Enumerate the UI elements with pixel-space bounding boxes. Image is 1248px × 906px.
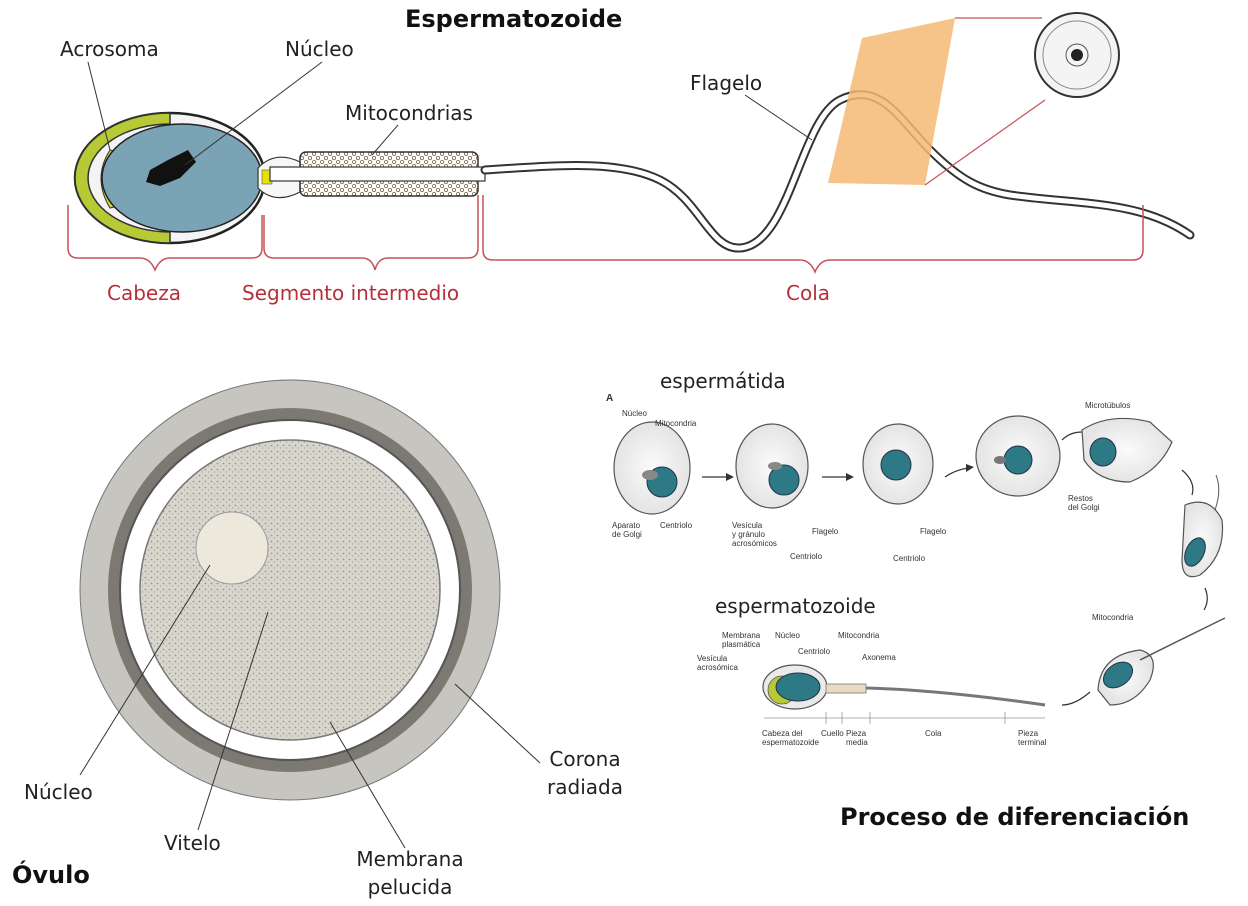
cell-stage-1 xyxy=(614,422,690,514)
small-flagelo-2: Flagelo xyxy=(920,528,946,536)
small-membrana-2: plasmática xyxy=(722,641,760,649)
axoneme-cross-section xyxy=(1035,13,1119,97)
mature-sperm xyxy=(763,665,1045,709)
small-vesicula-acr-2: acrosómica xyxy=(697,664,738,672)
small-centriolo-2: Centriolo xyxy=(790,553,822,561)
cell-stage-3 xyxy=(863,424,933,504)
small-cabeza-2: espermatozoide xyxy=(762,739,819,747)
small-centriolo-b: Centriolo xyxy=(798,648,830,656)
small-nucleo: Núcleo xyxy=(622,410,647,418)
cell-stage-5 xyxy=(1082,418,1172,482)
ovum-nucleus xyxy=(196,512,268,584)
mitocondrias-label: Mitocondrias xyxy=(345,102,473,124)
small-mitocondria-c: Mitocondria xyxy=(838,632,879,640)
ovum-drawing xyxy=(80,380,540,848)
small-centriolo: Centriolo xyxy=(660,522,692,530)
cell-stage-6 xyxy=(1181,475,1223,577)
membrana-label-1: Membrana xyxy=(355,848,465,870)
small-pieza-2: media xyxy=(846,739,868,747)
membrana-label-2: pelucida xyxy=(355,876,465,898)
small-centriolo-3: Centriolo xyxy=(893,555,925,563)
cabeza-label: Cabeza xyxy=(107,282,181,304)
acrosoma-label: Acrosoma xyxy=(60,38,159,60)
bracket-cola xyxy=(483,195,1143,272)
sperm-nucleus xyxy=(102,124,262,232)
sperm-nucleus-label: Núcleo xyxy=(285,38,354,60)
flagelo-label: Flagelo xyxy=(690,72,762,94)
segmento-label: Segmento intermedio xyxy=(242,282,459,304)
bracket-segmento xyxy=(264,195,478,270)
ovum-nucleus-label: Núcleo xyxy=(24,781,93,803)
sperm-drawing xyxy=(68,13,1190,272)
small-microtubulos: Microtúbulos xyxy=(1085,402,1130,410)
small-flagelo-1: Flagelo xyxy=(812,528,838,536)
vitelo xyxy=(140,440,440,740)
ovum-title: Óvulo xyxy=(12,862,90,888)
corona-label-1: Corona xyxy=(530,748,640,770)
espermatida-label: espermátida xyxy=(660,370,786,392)
cell-stage-2 xyxy=(736,424,808,508)
small-terminal-2: terminal xyxy=(1018,739,1046,747)
espermatozoide-label: espermatozoide xyxy=(715,595,876,617)
process-title: Proceso de diferenciación xyxy=(840,804,1189,830)
sperm-title: Espermatozoide xyxy=(405,6,622,32)
vitelo-label: Vitelo xyxy=(164,832,221,854)
small-vesicula-3: acrosómicos xyxy=(732,540,777,548)
small-cola: Cola xyxy=(925,730,941,738)
small-nucleo-b: Núcleo xyxy=(775,632,800,640)
cola-label: Cola xyxy=(786,282,830,304)
panel-letter: A xyxy=(606,394,613,405)
cell-stage-4 xyxy=(976,416,1060,496)
small-mitocondria: Mitocondria xyxy=(655,420,696,428)
differentiation-drawing xyxy=(614,416,1225,724)
corona-label-2: radiada xyxy=(530,776,640,798)
small-mitocondria-b: Mitocondria xyxy=(1092,614,1133,622)
small-aparato-2: de Golgi xyxy=(612,531,642,539)
small-axonema: Axonema xyxy=(862,654,896,662)
cell-stage-7 xyxy=(1098,618,1225,705)
small-cuello: Cuello xyxy=(821,730,844,738)
small-restos-2: del Golgi xyxy=(1068,504,1100,512)
